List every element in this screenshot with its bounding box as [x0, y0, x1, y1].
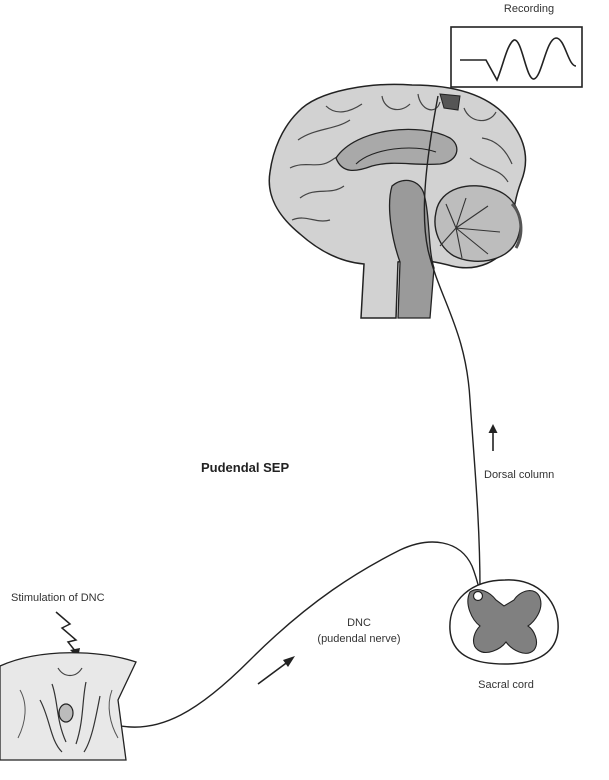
sacral-cord-label: Sacral cord	[478, 679, 534, 691]
ascending-pathway	[423, 95, 481, 591]
stimulation-label: Stimulation of DNC	[11, 592, 105, 604]
corpus-callosum	[335, 128, 458, 171]
recording-box	[450, 26, 583, 88]
recording-label: Recording	[503, 3, 555, 15]
pudendal-nerve-path	[115, 541, 481, 728]
gray-matter	[467, 589, 542, 654]
evoked-potential-waveform	[460, 37, 577, 82]
perineum-illustration	[0, 652, 137, 761]
dorsal-column-label: Dorsal column	[484, 469, 555, 481]
brainstem	[388, 179, 435, 319]
stimulation-arrow	[55, 611, 80, 658]
sacral-cord-section	[449, 579, 559, 665]
recording-monitor	[450, 26, 583, 88]
arbor-vitae	[439, 197, 501, 259]
brain-sulci	[289, 93, 513, 222]
dorsal-column-arrow	[488, 424, 498, 451]
dorsal-root-entry	[472, 590, 484, 602]
cerebellum	[434, 185, 521, 262]
diagram-title: Pudendal SEP	[201, 460, 290, 475]
clitoris	[58, 703, 74, 723]
dnc-label: DNC	[347, 617, 371, 629]
somatosensory-cortex-patch	[439, 93, 461, 111]
dnc-sublabel: (pudendal nerve)	[317, 633, 401, 645]
dnc-direction-arrow	[257, 656, 295, 685]
brain	[268, 83, 527, 319]
